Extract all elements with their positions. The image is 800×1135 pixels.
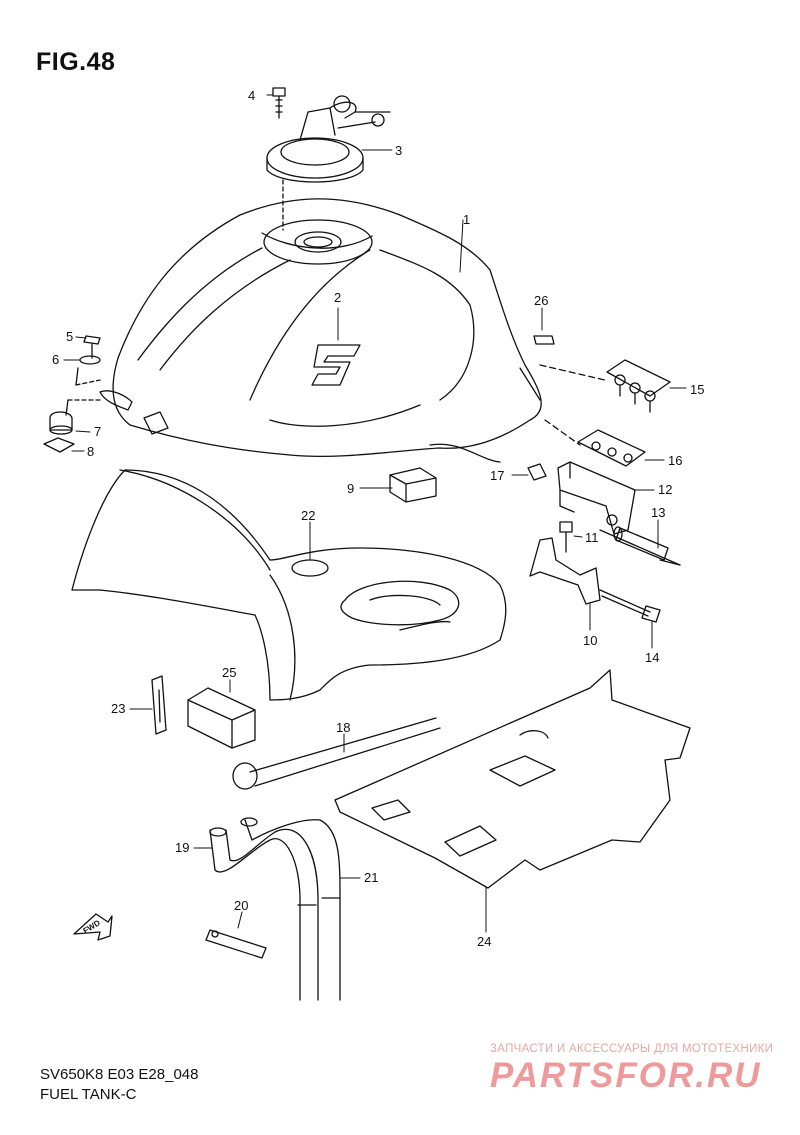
callout-11: 11 <box>585 530 599 545</box>
figure-title: FIG.48 <box>36 48 116 76</box>
block-cushion <box>187 687 256 749</box>
heat-shield-plate <box>334 669 691 889</box>
fuel-tank-part <box>99 198 542 463</box>
callout-14: 14 <box>645 650 659 665</box>
clamp-part <box>151 675 167 735</box>
callout-19: 19 <box>175 840 189 855</box>
callout-22: 22 <box>301 508 315 523</box>
bolt-part <box>272 87 286 119</box>
lower-bracket <box>529 521 681 623</box>
clip-part <box>205 929 267 959</box>
drain-rod <box>232 717 441 790</box>
callout-13: 13 <box>651 505 665 520</box>
hose-parts <box>209 817 341 1001</box>
rear-cushions <box>539 359 671 467</box>
callout-labels: 1 2 3 4 5 6 7 8 9 10 11 12 13 14 15 16 1… <box>52 88 704 949</box>
callout-26: 26 <box>534 293 548 308</box>
model-code: SV650K8 E03 E28_048 <box>40 1066 199 1083</box>
section-name: FUEL TANK-C <box>40 1086 137 1103</box>
callout-16: 16 <box>668 453 682 468</box>
callout-7: 7 <box>94 424 101 439</box>
callout-15: 15 <box>690 382 704 397</box>
callout-9: 9 <box>347 481 354 496</box>
tank-lower-case <box>71 469 507 701</box>
watermark-caption: ЗАПЧАСТИ И АКСЕССУАРЫ ДЛЯ МОТОТЕХНИКИ <box>490 1043 774 1055</box>
grommet-part <box>533 335 555 345</box>
fwd-arrow-icon <box>73 913 113 941</box>
fuel-cap-part <box>266 95 391 231</box>
callout-17: 17 <box>490 468 504 483</box>
hinge-bracket <box>527 461 669 561</box>
callout-1: 1 <box>463 212 470 227</box>
callout-23: 23 <box>111 701 125 716</box>
callout-24: 24 <box>477 934 491 949</box>
callout-8: 8 <box>87 444 94 459</box>
cushion-part <box>389 467 437 503</box>
callout-12: 12 <box>658 482 672 497</box>
callout-21: 21 <box>364 870 378 885</box>
callout-25: 25 <box>222 665 236 680</box>
callout-6: 6 <box>52 352 59 367</box>
callout-10: 10 <box>583 633 597 648</box>
callout-2: 2 <box>334 290 341 305</box>
callout-5: 5 <box>66 329 73 344</box>
watermark-logo: PARTSFOR.RU <box>490 1056 762 1095</box>
callout-18: 18 <box>336 720 350 735</box>
callout-20: 20 <box>234 898 248 913</box>
callout-3: 3 <box>395 143 402 158</box>
callout-4: 4 <box>248 88 255 103</box>
